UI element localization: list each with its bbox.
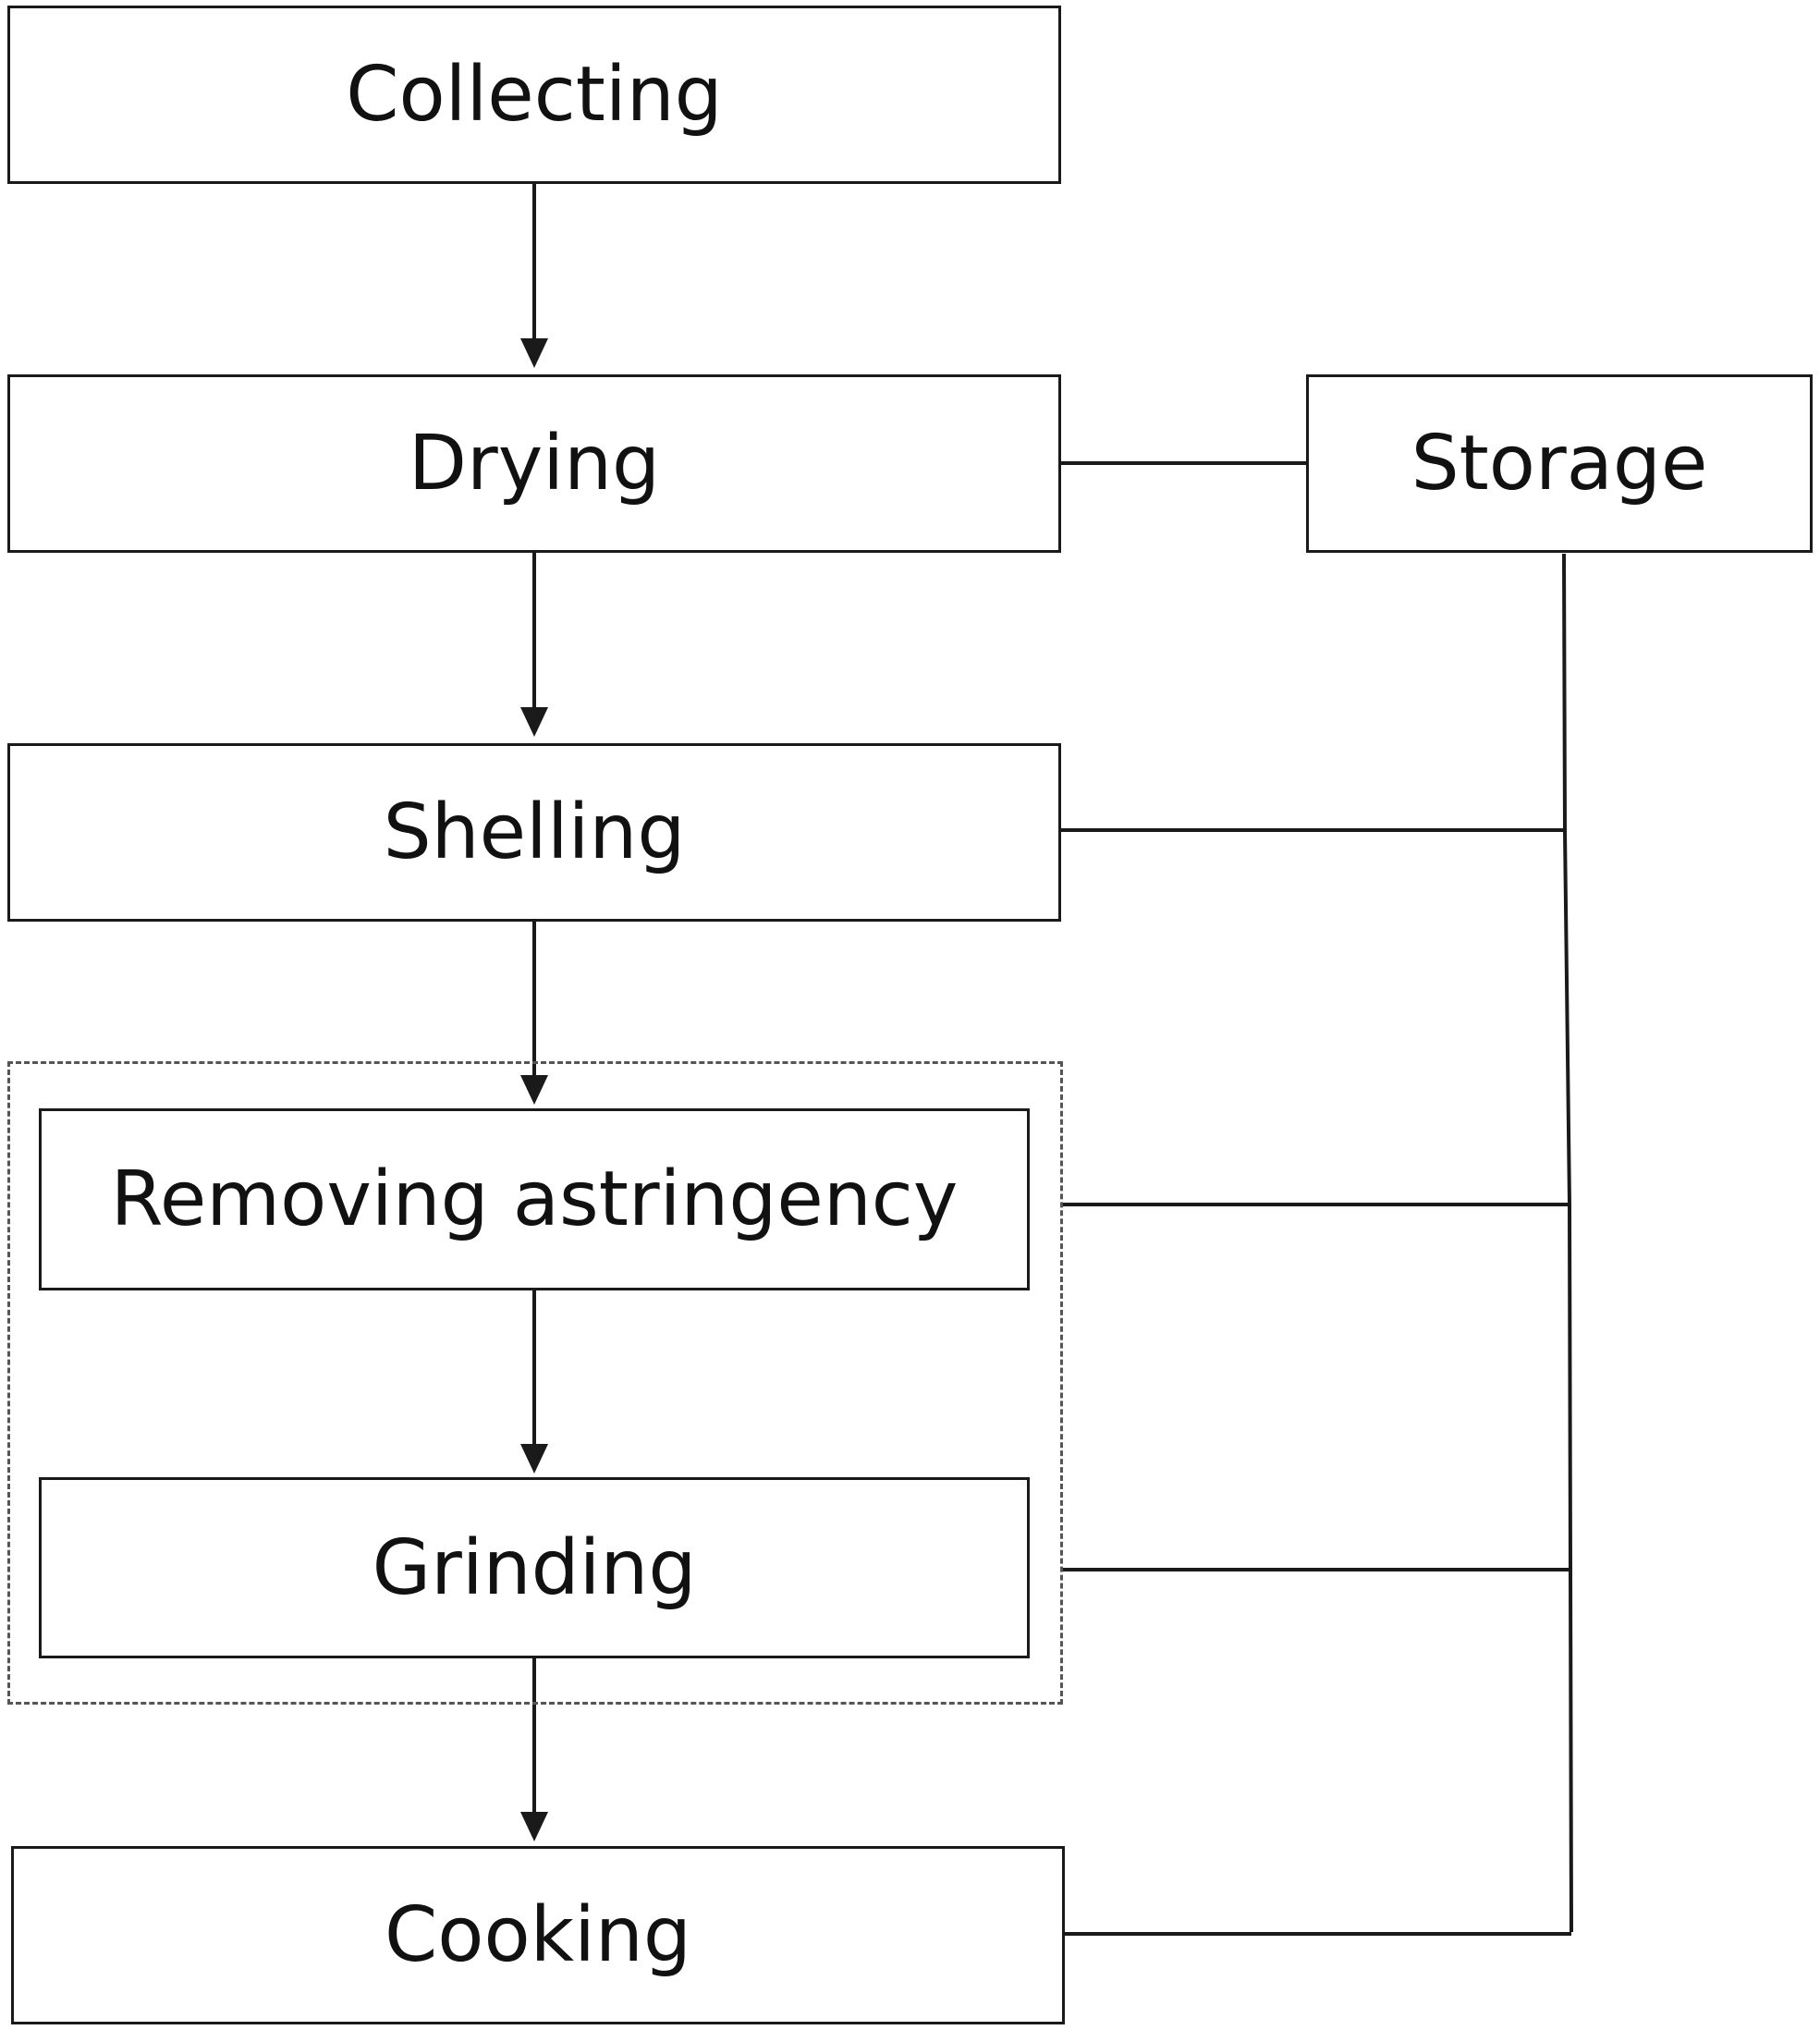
step-cooking-label: Cooking [385,1891,691,1979]
step-removing-astringency-label: Removing astringency [110,1156,959,1243]
step-removing-astringency: Removing astringency [39,1108,1030,1290]
step-grinding: Grinding [39,1477,1030,1658]
processing-group-dashed-border [7,1061,1063,1705]
line-storage-vertical [1562,553,1573,1933]
arrowhead-shelling [520,707,548,737]
step-grinding-label: Grinding [372,1523,697,1612]
arrowhead-cooking [520,1812,548,1841]
node-storage-label: Storage [1411,420,1708,508]
step-collecting: Collecting [7,6,1061,184]
arrowhead-grinding [520,1444,548,1474]
node-storage: Storage [1306,374,1813,553]
step-drying-label: Drying [408,420,661,508]
step-collecting-label: Collecting [346,51,723,139]
arrowhead-drying [520,338,548,368]
step-shelling-label: Shelling [383,789,686,876]
arrowhead-removing-astringency [520,1075,548,1105]
step-shelling: Shelling [7,743,1061,922]
step-drying: Drying [7,374,1061,553]
step-cooking: Cooking [11,1846,1065,2024]
